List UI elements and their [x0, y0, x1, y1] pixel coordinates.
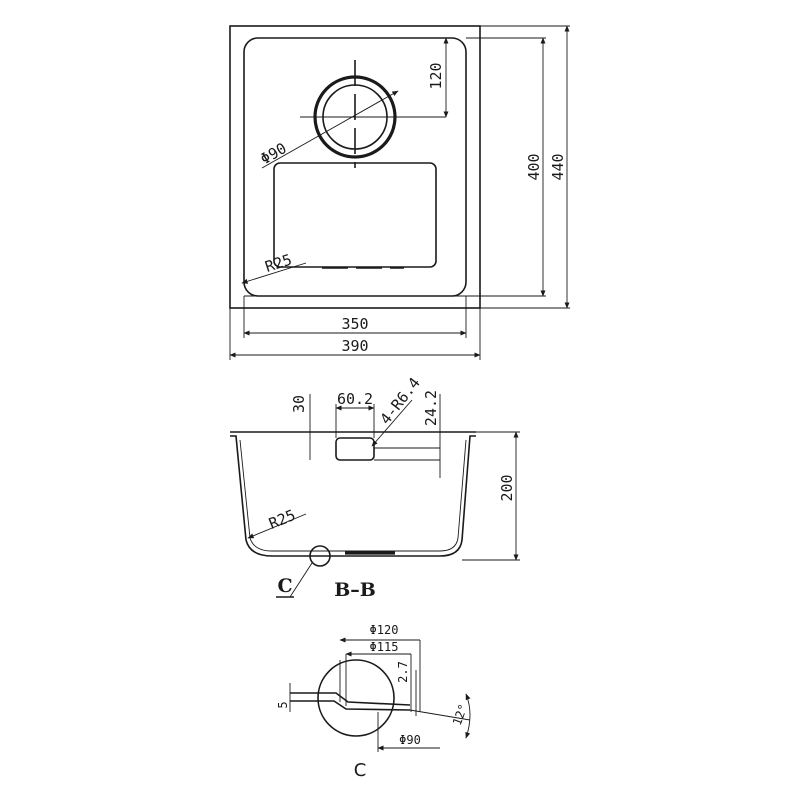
detail-angle-line [409, 709, 471, 721]
outer-width-label: 390 [341, 337, 368, 355]
slot-width-label: 60.2 [337, 390, 373, 408]
section-bowl-inner [239, 439, 467, 552]
detail-d90-label: Φ90 [399, 733, 421, 747]
overflow-slot [335, 437, 375, 461]
detail-angle-arc [465, 693, 471, 739]
section-bowl-outer [230, 435, 476, 557]
corner-radius-leader [241, 262, 307, 284]
outer-height-label: 440 [549, 153, 567, 180]
detail-c-callout-label: C [277, 575, 292, 597]
top-view: 120 400 440 350 390 Φ90 R25 [229, 25, 570, 360]
outer-rim-outline [229, 25, 481, 309]
detail-c-callout-circle [309, 545, 331, 567]
drain-diameter-leader [261, 90, 399, 169]
slot-height-label: 24.2 [422, 390, 440, 426]
section-view-b-b: 30 60.2 4-R6.4 24.2 200 R25 C B–B [230, 374, 520, 601]
corner-radius-label: R25 [263, 250, 294, 275]
detail-flange-top [290, 692, 411, 706]
detail-5-label: 5 [276, 701, 290, 708]
detail-view-c: Φ120 Φ115 2.7 5 12° Φ90 C [276, 623, 471, 781]
detail-d120-label: Φ120 [370, 623, 399, 637]
detail-boundary-circle [317, 659, 395, 737]
drain-offset-label: 120 [427, 62, 445, 89]
section-view-title: B–B [334, 579, 376, 601]
section-radius-label: R25 [266, 506, 298, 533]
bowl-floor-outline [273, 162, 437, 268]
inner-height-label: 400 [525, 153, 543, 180]
detail-d115-label: Φ115 [370, 640, 399, 654]
detail-flange-bottom [290, 700, 411, 711]
flange-label: 30 [290, 395, 308, 413]
drain-diameter-label: Φ90 [257, 139, 289, 168]
detail-c-callout-leader [289, 562, 313, 598]
detail-2-7-label: 2.7 [396, 661, 410, 683]
detail-angle-label: 12° [450, 702, 471, 727]
inner-width-label: 350 [341, 315, 368, 333]
section-radius-leader [247, 513, 307, 539]
slot-radius-label: 4-R6.4 [376, 374, 424, 428]
detail-view-title: C [354, 760, 367, 781]
depth-label: 200 [498, 474, 516, 501]
slot-radius-leader [371, 399, 413, 447]
